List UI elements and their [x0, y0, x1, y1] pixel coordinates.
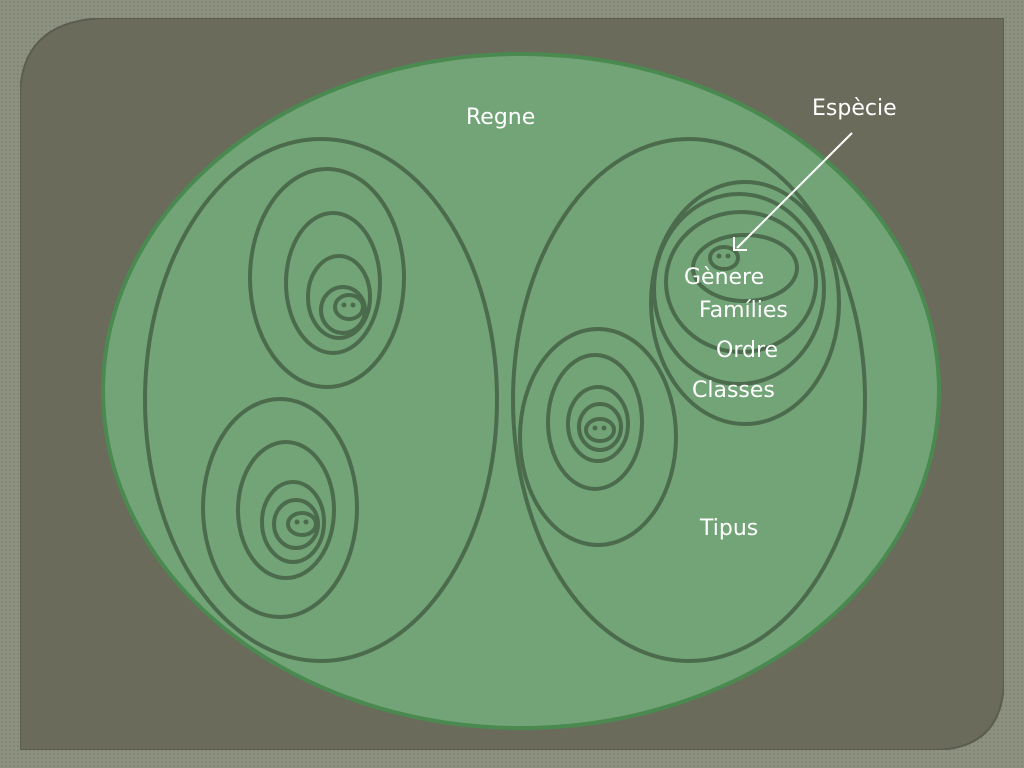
class-ellipse	[201, 397, 359, 619]
label-ordre: Ordre	[716, 338, 778, 363]
genus-ellipse	[691, 233, 799, 303]
species-circle	[708, 245, 740, 271]
species-arrow-head	[733, 237, 747, 251]
species-dot	[601, 425, 607, 431]
order-ellipse	[236, 440, 336, 580]
label-classes: Classes	[692, 378, 775, 403]
phylum-ellipse-left	[143, 137, 499, 663]
class-group-left-top	[248, 167, 406, 389]
species-dot	[592, 425, 598, 431]
label-genere: Gènere	[684, 265, 764, 290]
order-ellipse	[284, 211, 382, 355]
family-ellipse	[566, 385, 630, 463]
label-regne: Regne	[466, 105, 535, 130]
family-ellipse	[664, 210, 818, 354]
class-ellipse	[248, 167, 406, 389]
label-families: Famílies	[699, 298, 788, 323]
order-ellipse	[546, 353, 644, 491]
label-tipus: Tipus	[699, 516, 758, 541]
species-dot	[725, 253, 731, 259]
species-dot	[716, 253, 722, 259]
genus-ellipse	[319, 285, 367, 335]
species-dot	[294, 519, 300, 525]
species-arrow	[736, 132, 853, 249]
species-circle	[584, 417, 616, 443]
family-ellipse	[306, 254, 372, 340]
order-ellipse	[652, 192, 826, 386]
label-especie: Espècie	[812, 96, 897, 121]
species-dot	[350, 302, 356, 308]
kingdom-ellipse	[101, 52, 941, 730]
species-dot	[341, 302, 347, 308]
class-group-left-bottom	[201, 397, 359, 619]
species-dot	[303, 519, 309, 525]
family-ellipse	[260, 480, 326, 564]
genus-ellipse	[577, 402, 623, 452]
phylum-ellipse-right	[511, 137, 867, 663]
species-circle	[333, 293, 365, 321]
class-group-right-middle	[518, 327, 678, 547]
species-circle	[286, 511, 318, 537]
class-ellipse	[518, 327, 678, 547]
class-group-right-top	[649, 180, 841, 426]
class-ellipse	[649, 180, 841, 426]
